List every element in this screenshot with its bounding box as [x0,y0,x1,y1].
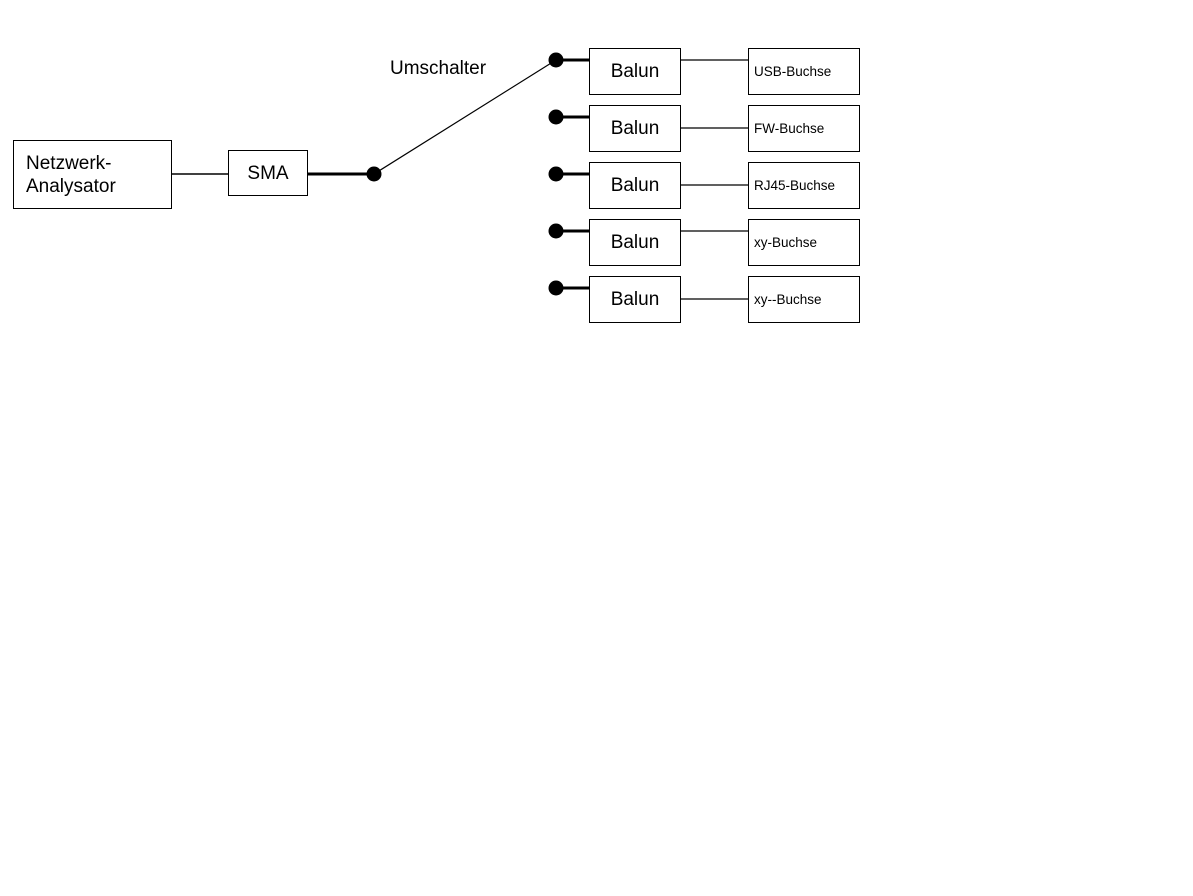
socket-label-rj45: RJ45-Buchse [754,178,836,193]
balun-label-3: Balun [610,175,660,196]
balun-box-2[interactable]: Balun [589,105,681,152]
balun-label-4: Balun [610,232,660,253]
sma-connector-label: SMA [247,162,289,184]
balun-box-1[interactable]: Balun [589,48,681,95]
switch-contact-dot-1[interactable] [548,52,564,68]
socket-box-fw[interactable]: FW-Buchse [748,105,860,152]
socket-label-fw: FW-Buchse [754,121,825,136]
socket-label-xy2: xy--Buchse [754,292,822,307]
socket-label-usb: USB-Buchse [754,64,832,79]
balun-label-5: Balun [610,289,660,310]
balun-box-3[interactable]: Balun [589,162,681,209]
network-analyzer-box[interactable]: Netzwerk- Analysator [13,140,172,209]
balun-label-2: Balun [610,118,660,139]
socket-label-xy: xy-Buchse [754,235,818,250]
umschalter-label: Umschalter [390,58,487,79]
socket-box-usb[interactable]: USB-Buchse [748,48,860,95]
network-analyzer-label: Netzwerk- Analysator [26,152,116,197]
balun-box-5[interactable]: Balun [589,276,681,323]
socket-box-xy[interactable]: xy-Buchse [748,219,860,266]
switch-contact-dot-4[interactable] [548,223,564,239]
balun-label-1: Balun [610,61,660,82]
switch-contact-dot-3[interactable] [548,166,564,182]
balun-box-4[interactable]: Balun [589,219,681,266]
socket-box-xy2[interactable]: xy--Buchse [748,276,860,323]
switch-contact-dot-2[interactable] [548,109,564,125]
switch-contact-dot-5[interactable] [548,280,564,296]
sma-connector-box[interactable]: SMA [228,150,308,196]
switch-pivot-dot[interactable] [366,166,382,182]
socket-box-rj45[interactable]: RJ45-Buchse [748,162,860,209]
